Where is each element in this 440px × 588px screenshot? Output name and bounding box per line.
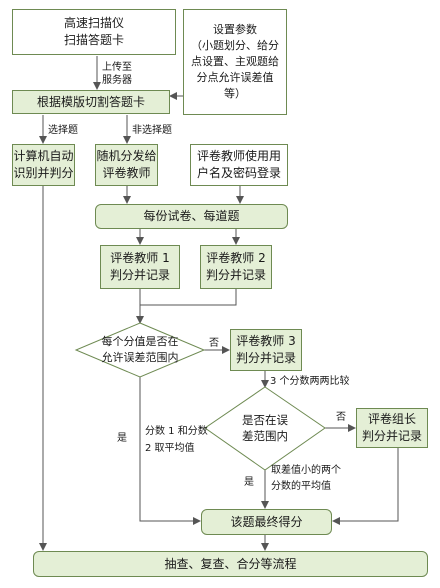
each-paper-box: 每份试卷、每道题 xyxy=(95,204,288,229)
leader-box: 评卷组长 判分并记录 xyxy=(356,408,428,448)
login-box: 评卷教师使用用 户名及密码登录 xyxy=(190,144,288,186)
average-min-diff-label: 取差值小的两个 分数的平均值 xyxy=(271,465,341,492)
teacher-1-box: 评卷教师 1 判分并记录 xyxy=(100,245,180,289)
cut-box: 根据模版切割答题卡 xyxy=(12,90,170,114)
decision-2-text: 是否在误 差范围内 xyxy=(242,413,288,443)
decision-diamond-2 xyxy=(204,386,326,471)
arrow-t2-to-d1 xyxy=(140,289,237,306)
yes-label-2: 是 xyxy=(244,477,254,488)
decision-diamond-1 xyxy=(74,322,206,378)
compare-label: 3 个分数两两比较 xyxy=(270,376,350,387)
review-process-box: 抽查、复查、合分等流程 xyxy=(33,551,428,577)
no-label-1: 否 xyxy=(209,338,219,349)
decision-1-text: 每个分值是否在 允许误差范围内 xyxy=(101,335,179,364)
upload-label: 上传至 服务器 xyxy=(102,62,132,86)
choice-label: 选择题 xyxy=(48,125,78,136)
teacher-3-box: 评卷教师 3 判分并记录 xyxy=(230,329,302,371)
final-score-box: 该题最终得分 xyxy=(201,509,332,535)
arrow-leader-to-final xyxy=(332,448,399,525)
params-box: 设置参数 （小题划分、给分 点设置、主观题给 分点允许误差值 等） xyxy=(183,9,287,115)
yes-label-1: 是 xyxy=(117,433,127,444)
average-1-2-label: 分数 1 和分数 2 取平均值 xyxy=(145,426,208,454)
teacher-2-box: 评卷教师 2 判分并记录 xyxy=(200,245,272,289)
no-label-2: 否 xyxy=(336,412,346,423)
scanner-box: 高速扫描仪 扫描答题卡 xyxy=(12,9,176,55)
random-assign-box: 随机分发给 评卷教师 xyxy=(95,144,158,186)
auto-judge-box: 计算机自动 识别并判分 xyxy=(12,144,75,186)
arrow-d1-to-final xyxy=(139,377,201,525)
nonchoice-label: 非选择题 xyxy=(132,125,172,136)
